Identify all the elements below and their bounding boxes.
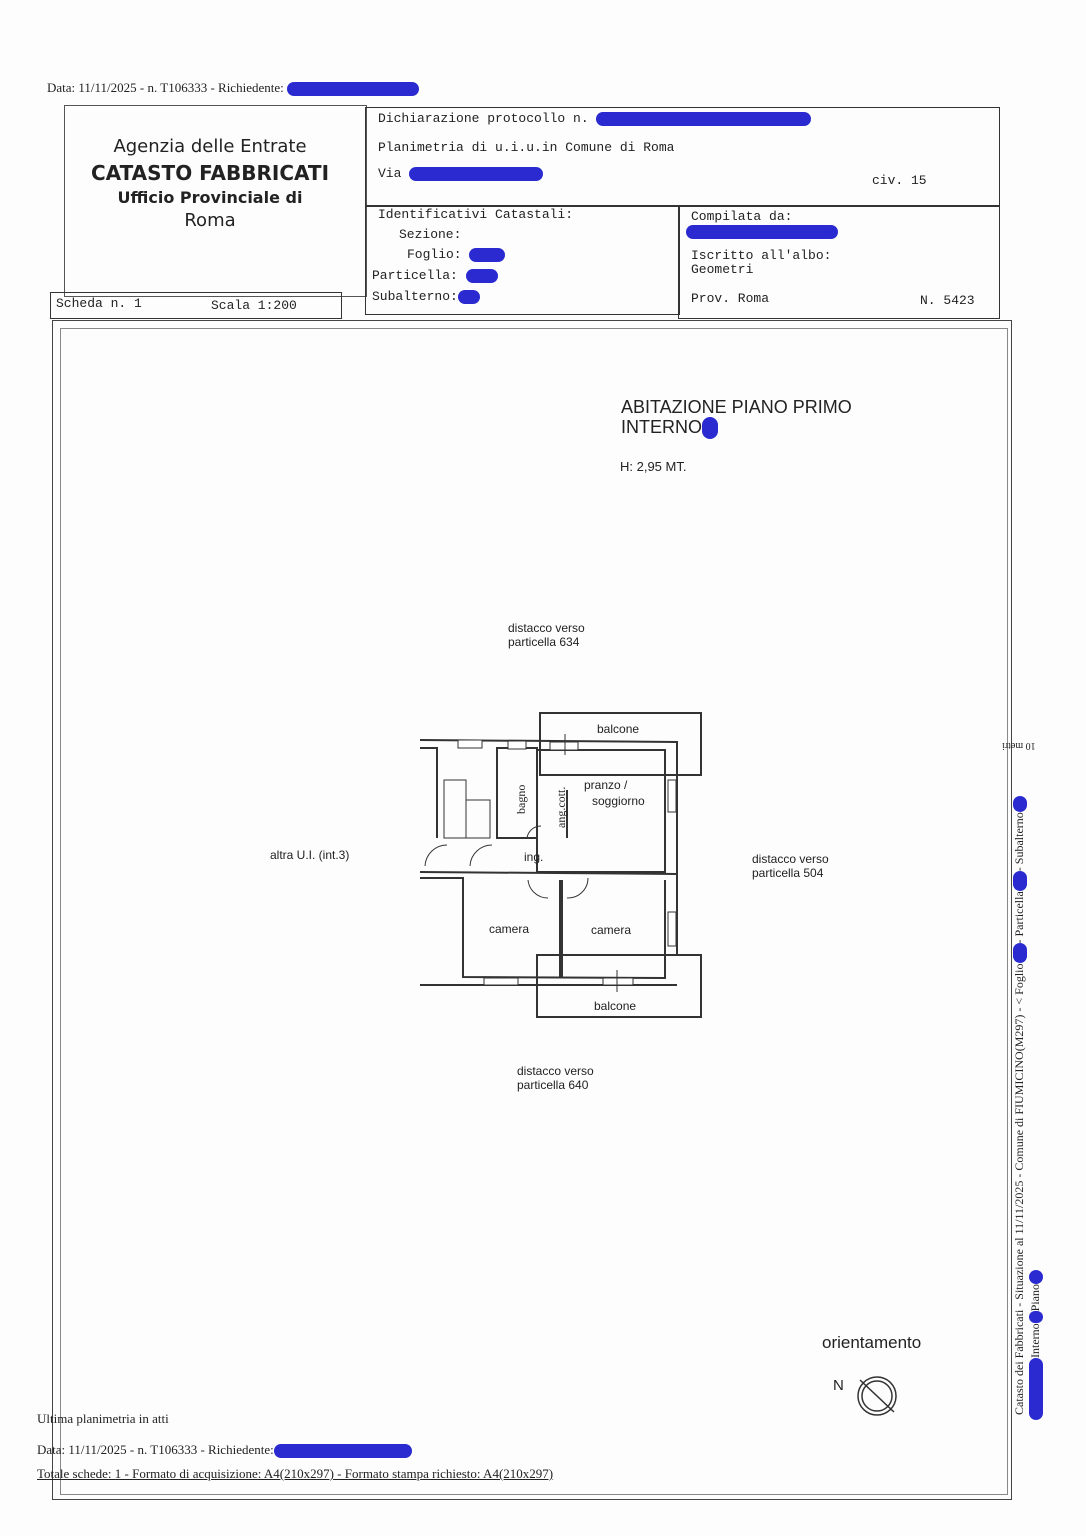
room-living-label-1: pranzo / (584, 778, 628, 792)
west-neighbor: altra U.I. (int.3) (270, 848, 350, 862)
drawing-frame (52, 320, 1012, 1500)
protocol-label: Dichiarazione protocollo n. (378, 111, 589, 126)
label-line: distacco verso (508, 621, 585, 635)
particella-label: Particella: (372, 268, 458, 283)
agency-block: Agenzia delle Entrate CATASTO FABBRICATI… (64, 136, 356, 231)
agency-dept: CATASTO FABBRICATI (90, 161, 330, 185)
footer-totals: Totale schede: 1 - Formato di acquisizio… (37, 1466, 554, 1481)
north-label: N (833, 1377, 844, 1394)
redaction (469, 247, 506, 262)
side-text: - Subalterno (1012, 812, 1026, 872)
registration-number: N. 5423 (920, 293, 975, 308)
room-entrance: ing. (524, 850, 544, 864)
label-line: particella 504 (752, 866, 824, 880)
side-text: - Particella (1012, 891, 1026, 944)
civic-number: civ. 15 (872, 173, 927, 188)
north-arrow-icon (857, 1376, 897, 1416)
albo-value: Geometri (691, 262, 754, 277)
orientation-label: orientamento (822, 1333, 922, 1352)
room-balcony-bottom: balcone (594, 999, 637, 1013)
identifiers-title: Identificativi Catastali: (378, 207, 574, 222)
via-label: Via (378, 166, 402, 181)
scale-bar-label: 10 metri (1002, 740, 1036, 751)
planimetry-label: Planimetria di u.i.u.in Comune di Roma (378, 140, 675, 155)
agency-office: Ufficio Provinciale di (117, 188, 303, 207)
header-text: Data: 11/11/2025 - n. T106333 - Richiede… (47, 80, 284, 95)
side-caption: Catasto dei Fabbricati - Situazione al 1… (1012, 796, 1028, 1416)
subalterno-label: Subalterno: (372, 289, 458, 304)
header-line: Data: 11/11/2025 - n. T106333 - Richiede… (47, 80, 419, 97)
agency-city: Roma (184, 210, 236, 231)
scheda-label: Scheda n. 1 (56, 296, 142, 311)
scale-label: Scala 1:200 (211, 298, 297, 313)
drawing-inner-frame (60, 328, 1008, 1495)
identifiers-box (365, 205, 680, 315)
plan-subtitle: INTERNO (621, 417, 702, 437)
redaction (1029, 1358, 1044, 1420)
compiler-box (678, 205, 1000, 319)
redaction (273, 1444, 412, 1459)
redaction (465, 268, 498, 283)
redaction (596, 111, 812, 126)
redaction (457, 289, 480, 304)
redaction (702, 417, 718, 440)
room-living-label-2: soggiorno (592, 794, 645, 808)
albo-label: Iscritto all'albo: (691, 248, 832, 263)
side-text: Piano (1028, 1284, 1042, 1312)
footer-last-plan: Ultima planimetria in atti (37, 1411, 169, 1426)
redaction (1013, 871, 1028, 892)
redaction (686, 225, 838, 240)
footer-date: Data: 11/11/2025 - n. T106333 - Richiede… (37, 1442, 274, 1457)
redaction (1013, 943, 1028, 964)
plan-title: ABITAZIONE PIANO PRIMO (621, 397, 852, 417)
room-kitchenette: ang.cott. (554, 786, 568, 828)
redaction (1013, 796, 1028, 813)
label-line: distacco verso (517, 1064, 594, 1078)
sezione-label: Sezione: (399, 227, 462, 242)
foglio-label: Foglio: (407, 247, 462, 262)
declaration-box (365, 107, 1000, 207)
balcony-top-outline (539, 712, 702, 776)
side-text: Interno (1028, 1323, 1042, 1358)
compiler-title: Compilata da: (691, 209, 793, 224)
redaction (286, 82, 419, 97)
scheda-box (50, 292, 342, 319)
room-balcony-top: balcone (597, 722, 640, 736)
ceiling-height: H: 2,95 MT. (620, 459, 687, 474)
side-text: Catasto dei Fabbricati - Situazione al 1… (1012, 963, 1026, 1416)
agency-box (64, 105, 367, 297)
room-bathroom: bagno (514, 784, 528, 814)
side-caption-2: Interno Piano (1028, 1270, 1044, 1420)
room-bedroom-1: camera (489, 922, 530, 936)
redaction (1029, 1311, 1044, 1324)
redaction (1029, 1270, 1044, 1284)
label-line: particella 634 (508, 635, 580, 649)
label-line: distacco verso (752, 852, 829, 866)
room-bedroom-2: camera (591, 923, 632, 937)
redaction (409, 166, 544, 181)
label-line: particella 640 (517, 1078, 589, 1092)
province: Prov. Roma (691, 291, 770, 306)
agency-name: Agenzia delle Entrate (113, 136, 307, 157)
